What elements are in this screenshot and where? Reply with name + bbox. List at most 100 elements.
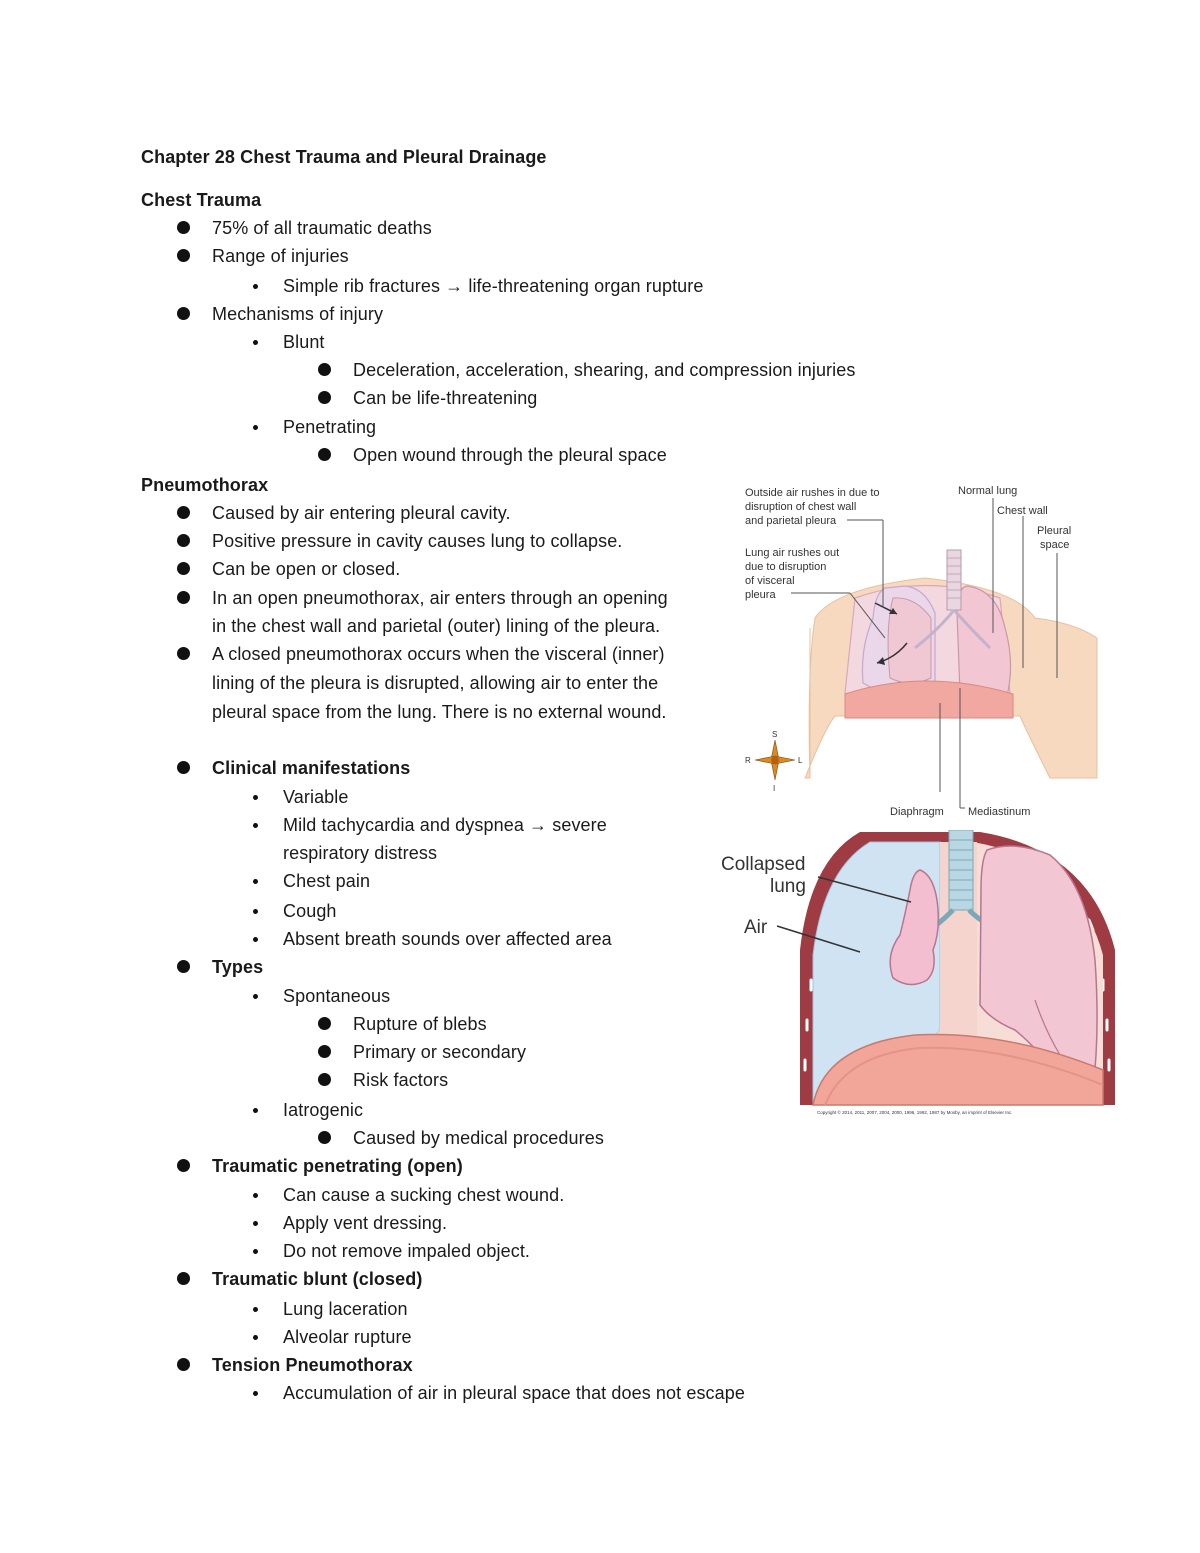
bullet-icon <box>318 448 331 461</box>
list-item: Risk factors <box>353 1070 449 1090</box>
list-item: Mild tachycardia and dyspnea → severe <box>283 815 607 835</box>
label-outside-air-3: and parietal pleura <box>745 515 837 527</box>
label-outside-air-2: disruption of chest wall <box>745 501 856 513</box>
small-bullet-icon <box>253 425 258 430</box>
list-item: Apply vent dressing. <box>283 1213 448 1233</box>
page-title: Chapter 28 Chest Trauma and Pleural Drai… <box>141 147 547 167</box>
bullet-icon <box>177 562 190 575</box>
bullet-icon <box>318 1017 331 1030</box>
small-bullet-icon <box>253 284 258 289</box>
list-item-continued: lining of the pleura is disrupted, allow… <box>212 673 659 693</box>
list-item: Alveolar rupture <box>283 1327 412 1347</box>
list-item: Cough <box>283 901 337 921</box>
label-diaphragm: Diaphragm <box>890 806 944 818</box>
small-bullet-icon <box>253 1193 258 1198</box>
list-item: Spontaneous <box>283 986 391 1006</box>
small-bullet-icon <box>253 1108 258 1113</box>
compass-r: R <box>745 756 751 765</box>
section-heading-pneumothorax: Pneumothorax <box>141 475 269 495</box>
list-item: Primary or secondary <box>353 1042 527 1062</box>
small-bullet-icon <box>253 340 258 345</box>
small-bullet-icon <box>253 909 258 914</box>
small-bullet-icon <box>253 1221 258 1226</box>
label-lung-air-4: pleura <box>745 589 776 601</box>
list-item-continued: pleural space from the lung. There is no… <box>212 702 667 722</box>
small-bullet-icon <box>253 1391 258 1396</box>
small-bullet-icon <box>253 1249 258 1254</box>
list-item: Traumatic blunt (closed) <box>212 1269 423 1289</box>
label-outside-air: Outside air rushes in due to <box>745 487 880 499</box>
label-lung-air: Lung air rushes out <box>745 547 839 559</box>
label-mediastinum: Mediastinum <box>968 806 1030 818</box>
label-pleural-space: Pleural <box>1037 525 1071 537</box>
bullet-icon <box>177 249 190 262</box>
list-item: Range of injuries <box>212 246 349 266</box>
figure-copyright: Copyright © 2014, 2011, 2007, 2004, 2000… <box>817 1109 1013 1115</box>
diaphragm <box>812 1033 1104 1106</box>
label-lung-air-2: due to disruption <box>745 561 826 573</box>
list-item: Variable <box>283 787 349 807</box>
compass-i: I <box>773 784 775 793</box>
list-item: In an open pneumothorax, air enters thro… <box>212 588 668 608</box>
bullet-icon <box>177 534 190 547</box>
label-normal-lung: Normal lung <box>958 485 1017 497</box>
section-heading-chest-trauma: Chest Trauma <box>141 190 262 210</box>
label-lung-air-3: of visceral <box>745 575 795 587</box>
list-item: Open wound through the pleural space <box>353 445 667 465</box>
list-item: Can cause a sucking chest wound. <box>283 1185 565 1205</box>
list-item: A closed pneumothorax occurs when the vi… <box>212 644 665 664</box>
small-bullet-icon <box>253 795 258 800</box>
diaphragm <box>844 680 1014 719</box>
list-item: Types <box>212 957 264 977</box>
list-item: Blunt <box>283 332 325 352</box>
list-item: Rupture of blebs <box>353 1014 487 1034</box>
label-air: Air <box>744 917 768 938</box>
label-collapsed-lung-2: lung <box>770 876 806 897</box>
trachea <box>946 549 962 611</box>
collapsed-lung-figure: Collapsed lung Air Copyright © 2014, 201… <box>721 830 1115 1115</box>
bullet-icon <box>177 506 190 519</box>
bullet-icon <box>318 1073 331 1086</box>
list-item: Mechanisms of injury <box>212 304 384 324</box>
pneumothorax-anatomy-figure: Outside air rushes in due to disruption … <box>745 485 1098 818</box>
list-item: 75% of all traumatic deaths <box>212 218 432 238</box>
label-chest-wall: Chest wall <box>997 505 1048 517</box>
list-item: Caused by air entering pleural cavity. <box>212 503 511 523</box>
list-item: Deceleration, acceleration, shearing, an… <box>353 360 856 380</box>
list-item-continued: respiratory distress <box>283 843 438 863</box>
bullet-icon <box>177 1358 190 1371</box>
list-item-continued: in the chest wall and parietal (outer) l… <box>212 616 661 636</box>
list-item: Positive pressure in cavity causes lung … <box>212 531 623 551</box>
list-item: Do not remove impaled object. <box>283 1241 531 1261</box>
bullet-icon <box>177 221 190 234</box>
bullet-icon <box>318 391 331 404</box>
small-bullet-icon <box>253 823 258 828</box>
small-bullet-icon <box>253 879 258 884</box>
list-item: Absent breath sounds over affected area <box>283 929 612 949</box>
bullet-icon <box>177 647 190 660</box>
list-item: Lung laceration <box>283 1299 408 1319</box>
bullet-icon <box>318 1131 331 1144</box>
bullet-icon <box>177 761 190 774</box>
bullet-icon <box>177 1159 190 1172</box>
list-item: Accumulation of air in pleural space tha… <box>283 1383 745 1403</box>
small-bullet-icon <box>253 1335 258 1340</box>
list-item: Caused by medical procedures <box>353 1128 604 1148</box>
bullet-icon <box>177 307 190 320</box>
list-item: Clinical manifestations <box>212 758 411 778</box>
compass-icon: S R L I <box>745 730 803 793</box>
bullet-icon <box>318 363 331 376</box>
bullet-icon <box>318 1045 331 1058</box>
bullet-icon <box>177 591 190 604</box>
list-item: Can be life-threatening <box>353 388 538 408</box>
small-bullet-icon <box>253 1307 258 1312</box>
label-pleural-space-2: space <box>1040 539 1069 551</box>
bullet-icon <box>177 1272 190 1285</box>
collapsed-lung <box>889 869 940 986</box>
label-collapsed-lung: Collapsed <box>721 854 806 875</box>
list-item: Chest pain <box>283 871 371 891</box>
bullet-icon <box>177 960 190 973</box>
list-item: Simple rib fractures → life-threatening … <box>283 276 704 296</box>
list-item: Penetrating <box>283 417 377 437</box>
